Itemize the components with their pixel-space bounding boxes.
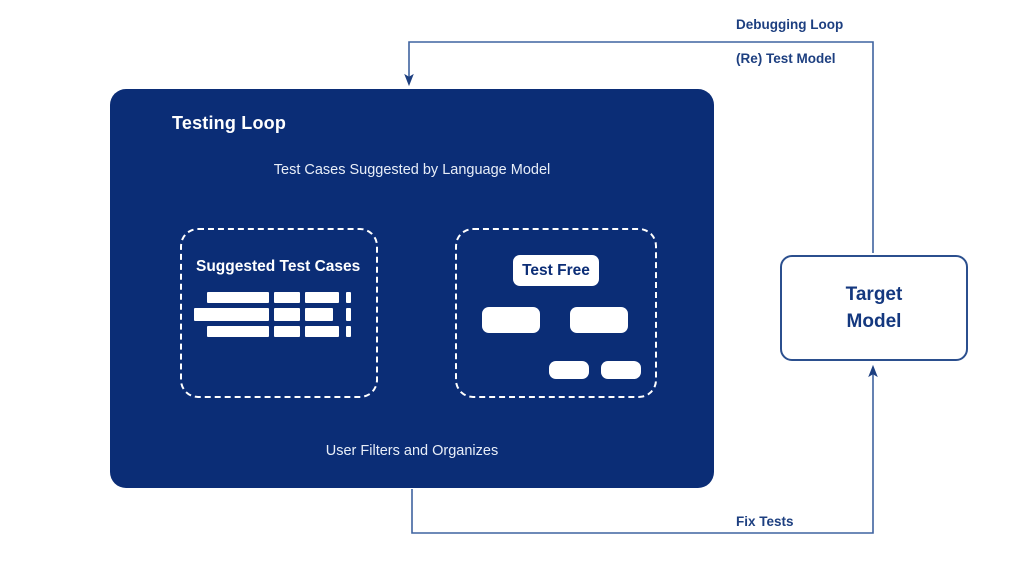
test-case-bar-r3-c4 <box>346 326 351 337</box>
test-free-panel: Test Free <box>455 228 657 398</box>
tree-node-left <box>482 307 540 333</box>
test-case-bar-r1-c4 <box>346 292 351 303</box>
tree-node-right <box>570 307 628 333</box>
caption-test-cases-suggested: Test Cases Suggested by Language Model <box>273 162 551 178</box>
edge-label-fix-tests: Fix Tests <box>736 514 794 529</box>
test-case-bar-r3-c2 <box>274 326 300 337</box>
suggested-test-cases-title: Suggested Test Cases <box>196 258 361 275</box>
tree-node-root: Test Free <box>513 255 599 286</box>
test-case-bar-r1-c3 <box>305 292 339 303</box>
target-model-box: Target Model <box>780 255 968 361</box>
tree-node-leaf-one <box>549 361 589 379</box>
test-case-bar-r2-c4 <box>346 308 351 321</box>
test-case-bar-r2-c3 <box>305 308 333 321</box>
test-case-bar-r2-c1 <box>194 308 269 321</box>
test-case-bar-r3-c3 <box>305 326 339 337</box>
testing-loop-title: Testing Loop <box>172 113 287 133</box>
testing-loop-panel: Testing Loop Test Cases Suggested by Lan… <box>110 89 714 488</box>
edge-label-retest-model: (Re) Test Model <box>736 51 836 66</box>
tree-node-root-label: Test Free <box>522 262 590 279</box>
test-case-bar-r1-c1 <box>207 292 269 303</box>
caption-user-filters-organizes: User Filters and Organizes <box>325 443 499 459</box>
suggested-test-cases-panel: Suggested Test Cases <box>180 228 378 398</box>
edge-label-debugging-loop: Debugging Loop <box>736 17 844 32</box>
test-case-bar-r2-c2 <box>274 308 300 321</box>
tree-node-leaf-two <box>601 361 641 379</box>
target-model-label: Target Model <box>845 284 903 332</box>
test-case-bar-r3-c1 <box>207 326 269 337</box>
test-case-bar-r1-c2 <box>274 292 300 303</box>
